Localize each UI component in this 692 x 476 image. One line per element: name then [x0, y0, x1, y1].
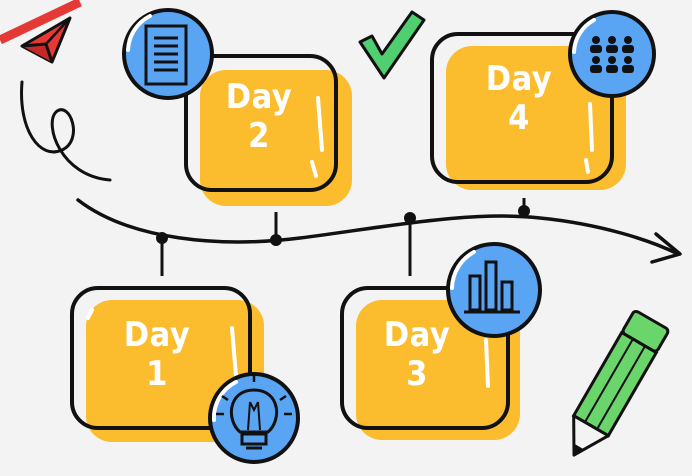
day-number: 2 — [248, 116, 270, 157]
timeline-arrow — [76, 198, 682, 276]
day-word: Day — [225, 77, 293, 117]
pencil-icon — [571, 309, 670, 457]
day-word: Day — [123, 315, 191, 355]
day-label-2: Day 2 — [214, 77, 304, 157]
day-number: 4 — [508, 98, 530, 139]
squiggle-doodle — [20, 80, 112, 182]
day-label-3: Day 3 — [372, 315, 462, 395]
checkmark-icon — [358, 10, 426, 80]
day-label-4: Day 4 — [474, 59, 564, 139]
document-icon — [122, 8, 214, 100]
day-number: 3 — [406, 354, 428, 395]
day-label-1: Day 1 — [112, 315, 202, 395]
day-card-2 — [184, 54, 352, 206]
paper-plane-icon — [0, 0, 82, 64]
day-word: Day — [383, 315, 451, 355]
team-icon — [568, 10, 656, 98]
lightbulb-icon — [208, 372, 300, 464]
bar-chart-icon — [446, 242, 542, 338]
day-number: 1 — [146, 354, 168, 395]
day-word: Day — [485, 59, 553, 99]
